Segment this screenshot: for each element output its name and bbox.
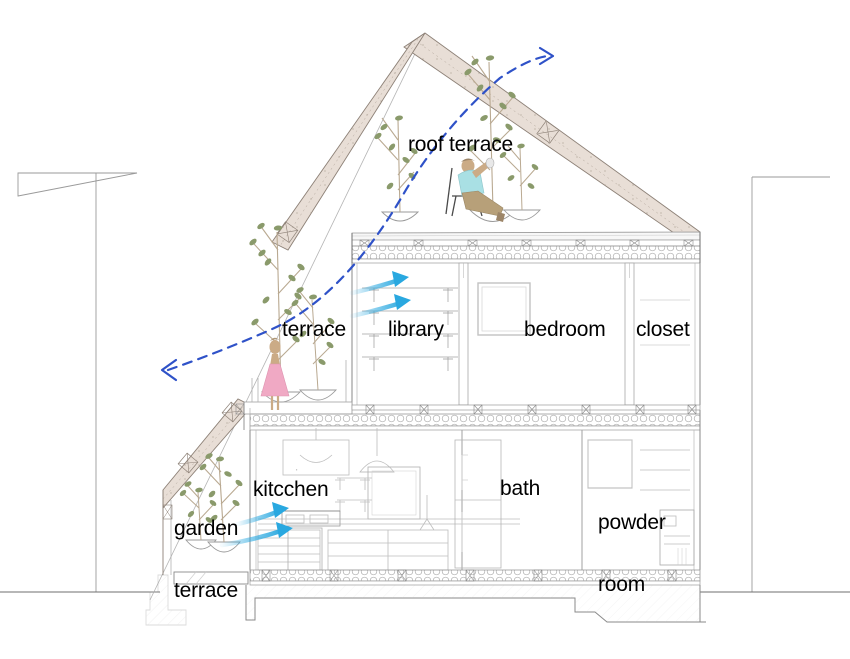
label-garden-terrace: garden terrace: [174, 478, 238, 643]
library-lower-arrow: [349, 294, 411, 319]
terrace-footing: [145, 574, 187, 626]
bath-wall-detail: [462, 454, 468, 481]
person-pants: [461, 190, 504, 217]
label-bath: bath: [500, 477, 541, 500]
powder-room-fixtures: [587, 439, 695, 566]
base-floor-structure: [249, 569, 701, 586]
plant-pot-roof-right: [502, 209, 542, 221]
tree-garden-right: [199, 453, 243, 543]
label-powder-room: powder room: [598, 472, 666, 637]
label-roof-terrace: roof terrace: [408, 133, 513, 156]
roof-left-panel-lower: [162, 398, 253, 575]
foundation: [145, 571, 706, 626]
person-dress: [260, 363, 290, 397]
airflow-arrowhead-intake: [160, 358, 178, 382]
kitchen-lower-arrow: [219, 522, 293, 548]
bedroom-window: [477, 282, 531, 336]
glass: [485, 157, 495, 169]
label-garden-terrace-line1: garden: [174, 517, 239, 541]
terrace-slab-edge: [235, 402, 251, 430]
person-head: [461, 159, 475, 173]
mid-floor-structure: [235, 360, 701, 431]
tree-terrace-small: [291, 287, 335, 391]
lower-floor-rooms: .: [249, 410, 701, 571]
garden-terrace-deck: [173, 571, 249, 585]
label-kitchen: kitcchen: [253, 478, 329, 501]
seated-person-roof-terrace: [445, 157, 505, 222]
closet-interior: [640, 299, 690, 346]
plant-pot-terrace-right: [298, 389, 338, 401]
label-library: library: [388, 318, 444, 341]
tree-roof-center: [464, 55, 516, 211]
roof-terrace-deck: [351, 231, 701, 242]
airflow-dashed-path: [160, 46, 555, 382]
person-head: [269, 340, 281, 354]
kitchen-upper-arrow: [235, 502, 289, 527]
person-arm: [472, 162, 490, 178]
label-closet: closet: [636, 318, 690, 341]
svg-text:.: .: [296, 466, 297, 471]
kitchen-fixtures: .: [257, 428, 520, 571]
label-powder-room-line2: room: [598, 572, 646, 596]
tree-roof-right: [499, 143, 539, 211]
faucet: [419, 495, 435, 531]
standing-person-terrace: [260, 337, 290, 410]
partition-post-library-bedroom: [458, 262, 469, 406]
tree-terrace-tall: [249, 222, 305, 393]
library-shelf-brackets: [369, 288, 453, 371]
roof-terrace-plants: [374, 55, 542, 222]
tree-roof-left: [374, 115, 418, 213]
airflow-arrowhead-exit: [538, 46, 555, 66]
garden-terrace-plants: [179, 453, 243, 553]
terrace-plants: [249, 222, 338, 403]
pendant-lamp: [359, 428, 395, 473]
label-terrace: terrace: [282, 318, 346, 341]
tree-garden-left: [179, 481, 217, 541]
upper-floor-structure: [351, 232, 701, 264]
ventilation-arrows: [219, 271, 411, 548]
terrace-railing: [251, 360, 347, 402]
label-powder-room-line1: powder: [598, 511, 666, 535]
person-shoe: [496, 212, 505, 222]
person-legs: [270, 396, 280, 410]
neighbour-building-right: [751, 176, 830, 592]
label-bedroom: bedroom: [524, 318, 606, 341]
library-upper-arrow: [349, 271, 409, 296]
partition-post-bedroom-closet: [624, 262, 635, 406]
neighbour-building-left: [17, 172, 138, 592]
label-garden-terrace-line2: terrace: [174, 578, 238, 602]
